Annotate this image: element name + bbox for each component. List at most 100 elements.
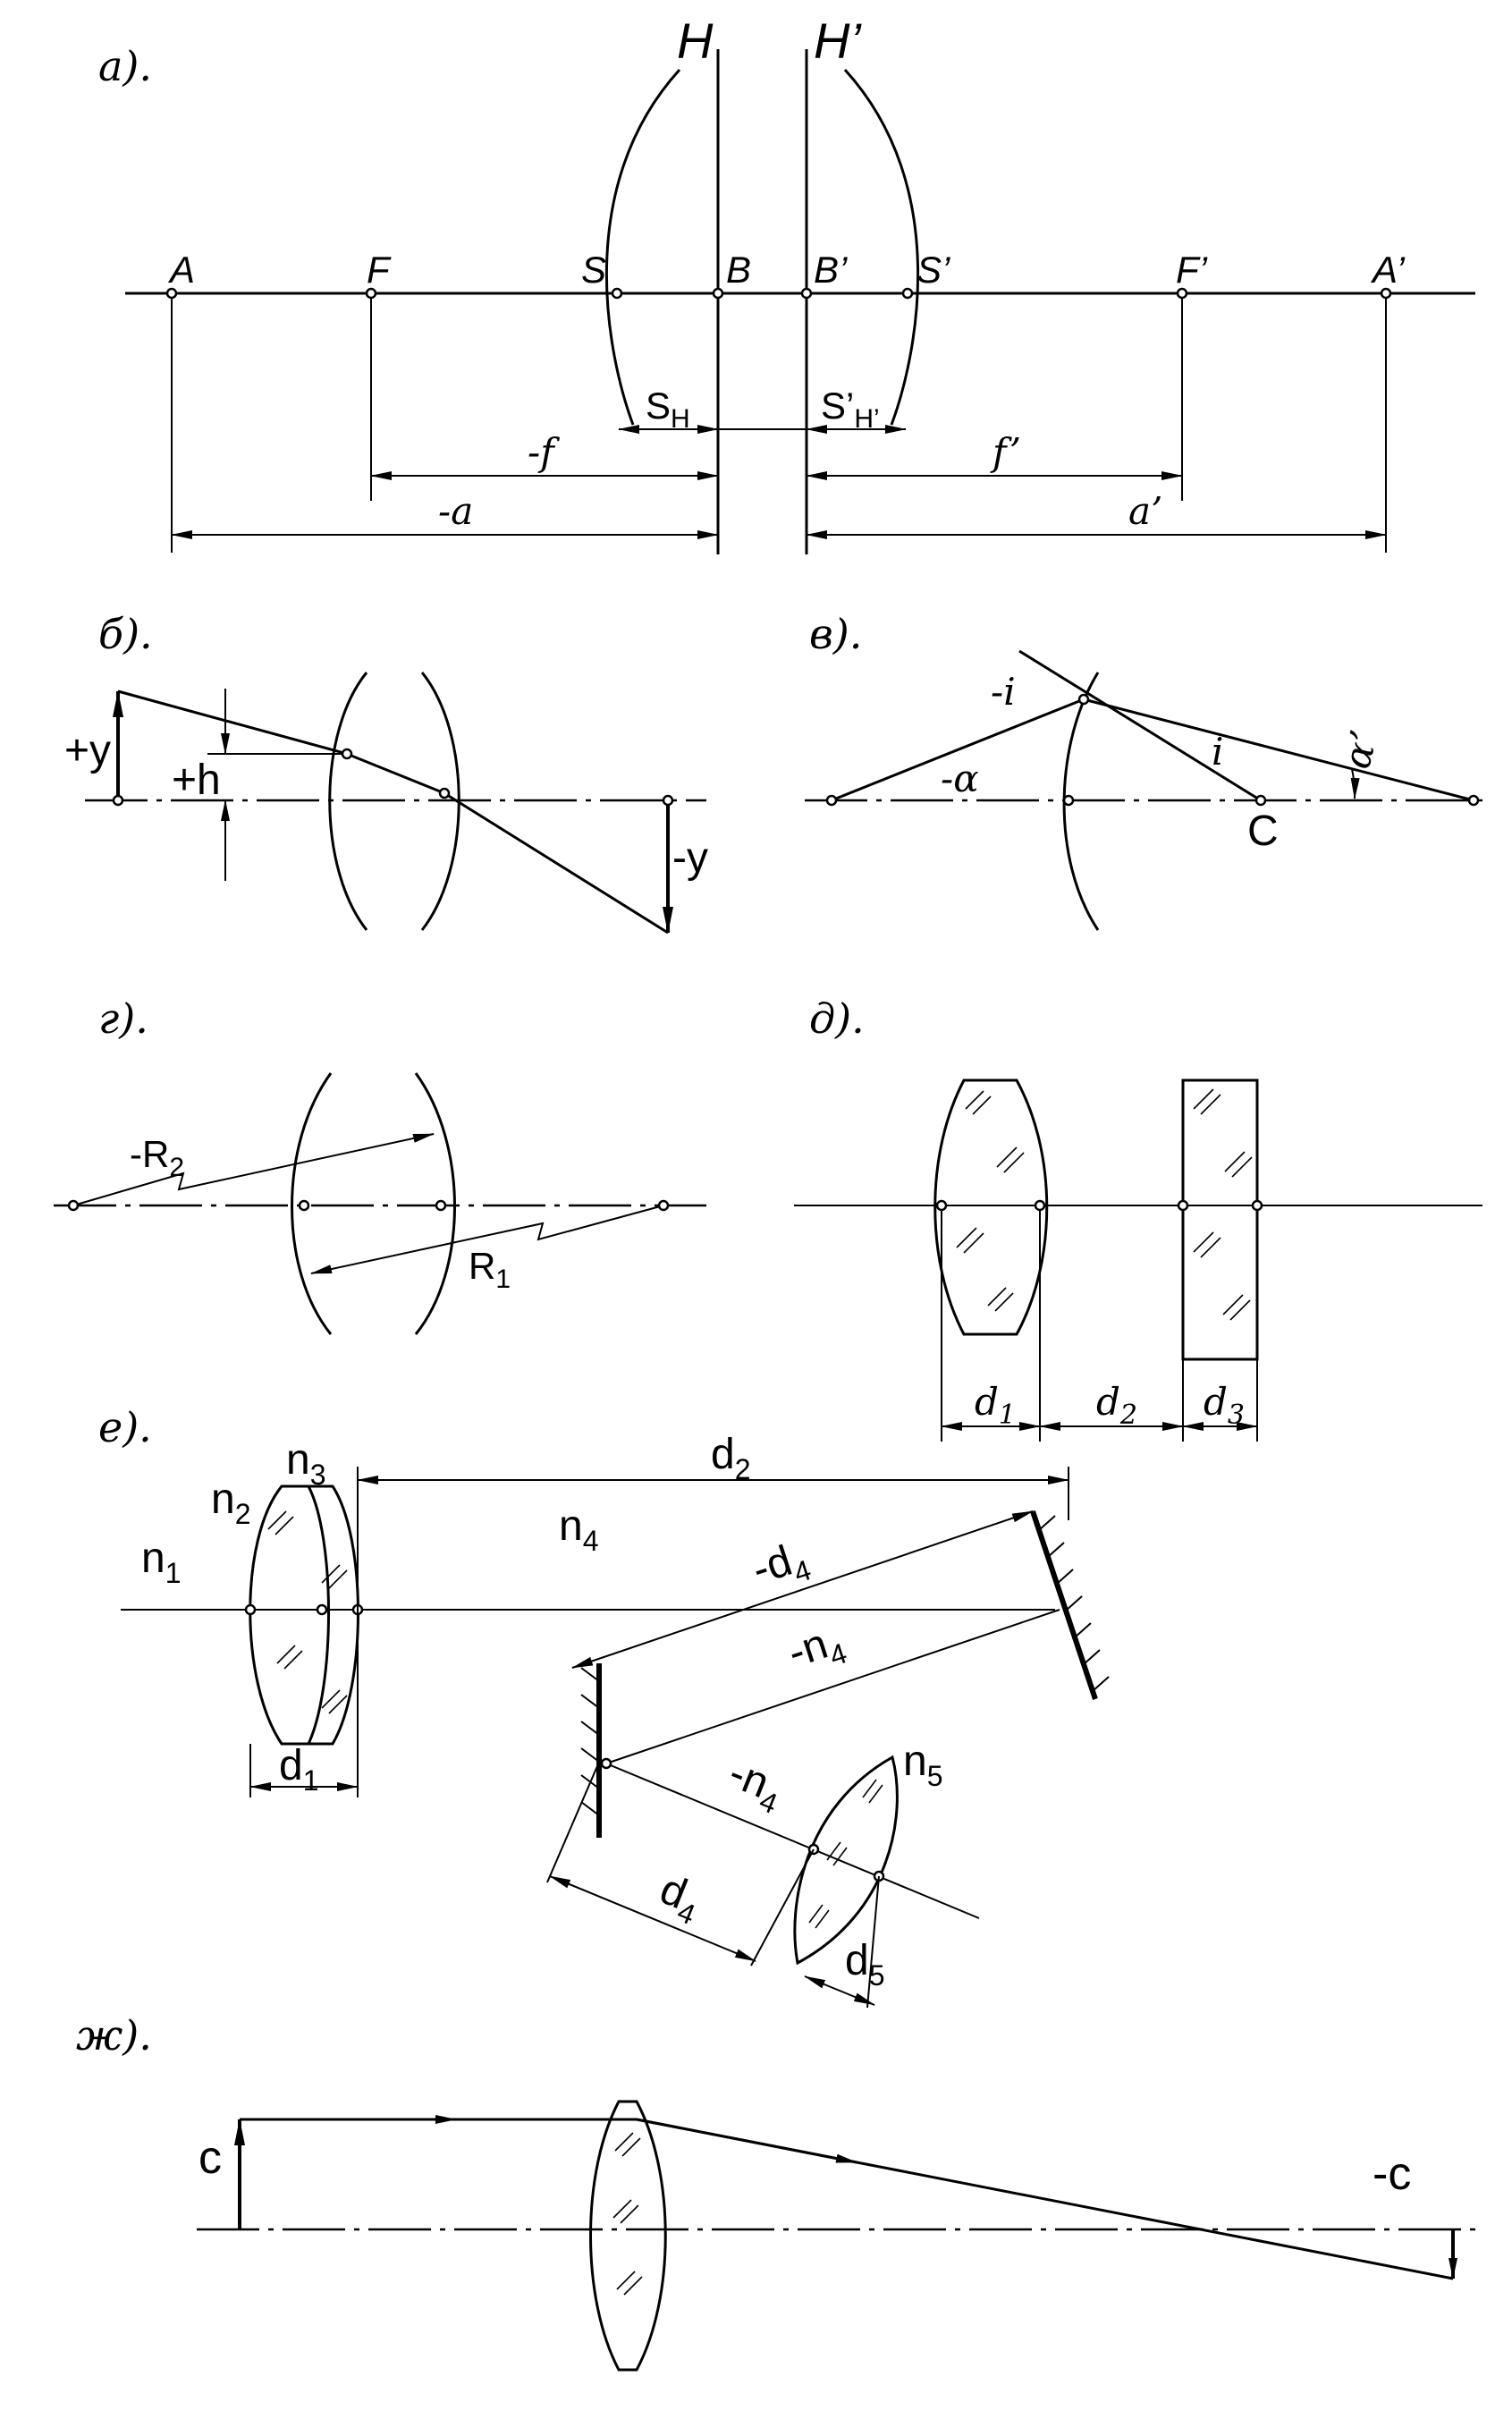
- hatch-lens-d: [956, 1090, 1025, 1312]
- normal-line-v: [1018, 649, 1262, 802]
- panel-v: в). -i i -α α’ C: [805, 610, 1484, 931]
- hatch-tilted-lens: [808, 1779, 883, 1929]
- ray-mirror2-to-lens: [605, 1763, 980, 1919]
- ext-line-d4-mirror2: [546, 1765, 598, 1883]
- point-a-prime-dot: [1380, 287, 1392, 300]
- point-f: [365, 287, 377, 300]
- dim-label-a-prime: a’: [1128, 489, 1162, 533]
- label-minus-i: -i: [991, 670, 1016, 714]
- panel-e-title: е).: [98, 1403, 152, 1451]
- label-f: F: [367, 249, 392, 291]
- point-object-v: [825, 794, 838, 807]
- dim-label-f-prime: f’: [990, 430, 1021, 474]
- point-f-prime: [1176, 287, 1188, 300]
- vertex-lens-left-d: [935, 1199, 948, 1212]
- label-d3-d: d3: [1204, 1380, 1245, 1431]
- tilted-lens-e: [793, 1755, 899, 1966]
- vertex-doublet-2: [316, 1603, 328, 1616]
- panel-g: г). -R2 R1: [54, 994, 706, 1335]
- label-i: i: [1212, 730, 1223, 774]
- point-object-b: [112, 794, 124, 807]
- vertex-lens-right-d: [1034, 1199, 1046, 1212]
- lens-biconvex-d: [933, 1078, 1049, 1336]
- lens-surface-right-a: [843, 68, 919, 426]
- refracted-ray-v: [1083, 698, 1474, 802]
- dim-minus-d4: [571, 1510, 1034, 1669]
- hatch-doublet: [267, 1510, 348, 1714]
- label-d5-e: d5: [845, 1937, 885, 1992]
- point-b: [712, 287, 724, 300]
- point-mirror-2: [600, 1757, 612, 1770]
- label-minus-alpha: -α: [941, 757, 979, 800]
- vertex-plate-left-d: [1177, 1199, 1189, 1212]
- label-minus-y: -y: [672, 834, 708, 882]
- vertex-doublet-1: [244, 1603, 257, 1616]
- point-b-prime: [800, 287, 813, 300]
- label-d1-e: d1: [279, 1742, 319, 1797]
- label-minus-r2: -R2: [130, 1133, 184, 1182]
- point-image-v: [1467, 794, 1480, 807]
- point-center-c: [1254, 794, 1267, 807]
- panel-b-title: б).: [98, 610, 153, 658]
- angle-arc-alpha-prime: [1350, 768, 1360, 799]
- vertex-plate-right-d: [1251, 1199, 1263, 1212]
- lens-surface-right-b: [420, 672, 460, 931]
- hatch-plate-d: [1193, 1088, 1253, 1321]
- panel-d-title: д).: [809, 994, 865, 1043]
- label-b: B: [726, 249, 751, 291]
- panel-e: е).: [98, 1403, 1110, 2009]
- point-incidence-v: [1077, 693, 1090, 706]
- radius-r2-leader: [72, 1133, 435, 1206]
- label-minus-c: -c: [1373, 2148, 1411, 2200]
- doublet-element-1: [249, 1484, 330, 1746]
- plane-label-h: H: [677, 13, 714, 69]
- lens-surface-left-a: [605, 68, 681, 426]
- center-r2: [67, 1199, 80, 1212]
- label-n2: n2: [211, 1476, 251, 1530]
- label-a-prime: A’: [1370, 249, 1405, 291]
- label-n4: n4: [559, 1502, 599, 1557]
- point-vertex-v: [1062, 794, 1075, 807]
- plane-label-h-prime: H’: [814, 13, 862, 69]
- panel-v-title: в).: [809, 610, 862, 658]
- point-s: [611, 287, 623, 300]
- panel-zh: ж). c -c: [76, 2011, 1484, 2372]
- label-minus-n4-lower: -n4: [720, 1749, 790, 1820]
- hatch-lens-zh: [612, 2132, 643, 2296]
- label-d1-d: d1: [975, 1380, 1016, 1431]
- label-b-prime: B’: [814, 249, 848, 291]
- lens-surface-left-b: [328, 672, 368, 931]
- point-image-b: [662, 794, 674, 807]
- dim-d5-e: [804, 1975, 875, 2006]
- panel-a: а). H H’ A F S B B’ S’ F’ A’: [98, 13, 1475, 554]
- center-r1: [657, 1199, 670, 1212]
- label-f-prime: F’: [1176, 249, 1208, 291]
- dim-label-s-h-prime: S’H’: [821, 385, 880, 434]
- point-incidence-b: [341, 748, 353, 760]
- panel-a-title: а).: [98, 42, 152, 90]
- label-r1: R1: [469, 1245, 511, 1294]
- label-minus-d4: -d4: [747, 1532, 815, 1601]
- point-exit-b: [438, 787, 451, 799]
- ext-line-d4-lens: [750, 1848, 815, 1966]
- refracted-ray-arrow-zh: [636, 2118, 857, 2164]
- panel-g-title: г).: [98, 994, 148, 1043]
- radius-r1-leader: [310, 1205, 664, 1274]
- label-c: c: [199, 2132, 222, 2184]
- label-s: S: [581, 249, 606, 291]
- plane-parallel-plate-d: [1181, 1078, 1259, 1361]
- ext-line-d4-mirror1: [1032, 1510, 1049, 1559]
- point-a: [165, 287, 178, 300]
- label-a: A: [167, 249, 195, 291]
- point-s-prime: [901, 287, 914, 300]
- label-n1: n1: [141, 1535, 182, 1589]
- mirror-1-hatching: [1038, 1515, 1110, 1692]
- label-n5: n5: [903, 1738, 943, 1792]
- label-plus-y: +y: [64, 727, 111, 774]
- label-c: C: [1247, 808, 1279, 855]
- lens-surface-right-g: [414, 1072, 456, 1335]
- label-d2-e: d2: [711, 1431, 751, 1485]
- incident-ray-v: [831, 698, 1085, 802]
- vertex-right-g: [435, 1199, 447, 1212]
